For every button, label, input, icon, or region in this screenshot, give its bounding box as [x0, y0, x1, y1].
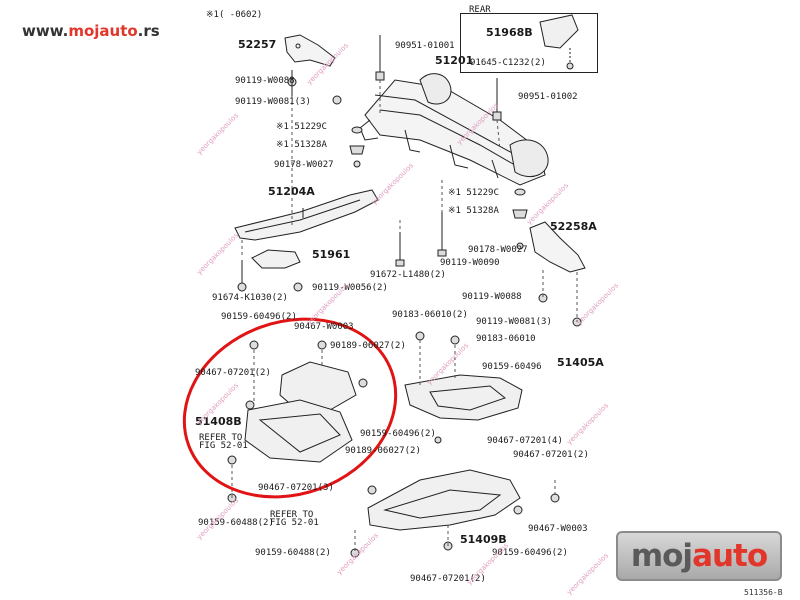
- leader-lines: [231, 80, 578, 553]
- part-number-label: 51204A: [268, 185, 315, 198]
- part-number-label: 90467-W0003: [528, 524, 588, 534]
- brace-51204a-part: [234, 189, 379, 241]
- part-number-label: 90119-W0088: [462, 292, 522, 302]
- part-number-label: REFER TO: [270, 510, 314, 520]
- logo-text-a: moj: [630, 538, 693, 574]
- part-number-label: 90467-07201(2): [195, 368, 271, 378]
- rear-inset-part-label: 51968B: [486, 26, 533, 39]
- part-number-label: 90178-W0027: [274, 160, 334, 170]
- part-51961: [251, 249, 301, 269]
- part-number-label: FIG 52-01: [199, 441, 248, 451]
- part-number-label: 52257: [238, 38, 277, 51]
- part-number-label: ※1 51229C: [276, 122, 327, 132]
- part-number-label: 90183-06010(2): [392, 310, 468, 320]
- part-number-label: 90178-W0027: [468, 245, 528, 255]
- part-number-label: 90159-60496(2): [360, 429, 436, 439]
- rear-crossmember-part: [359, 73, 549, 186]
- part-number-label: 90159-60488(2): [198, 518, 274, 528]
- part-number-label: ※1 51328A: [276, 140, 327, 150]
- part-number-label: 90467-07201(2): [513, 450, 589, 460]
- rear-inset-box: [460, 13, 598, 73]
- part-number-label: 90467-W0003: [294, 322, 354, 332]
- engine-cover-51405a-part: [404, 374, 523, 421]
- part-number-label: 51405A: [557, 356, 604, 369]
- part-number-label: ※1 51229C: [448, 188, 499, 198]
- part-number-label: ※1 51328A: [448, 206, 499, 216]
- site-url: www.mojauto.rs: [22, 22, 160, 40]
- part-number-label: 91672-L1480(2): [370, 270, 446, 280]
- part-number-label: ※1( -0602): [206, 10, 263, 20]
- part-number-label: 90119-W0081(3): [235, 97, 311, 107]
- figure-reference-code: 511356-B: [744, 588, 783, 597]
- rear-inset-fastener-label: 91645-C1232(2): [470, 58, 546, 68]
- bracket-52257-part: [284, 34, 336, 67]
- part-number-label: 90189-06027(2): [345, 446, 421, 456]
- part-number-label: 51409B: [460, 533, 507, 546]
- part-number-label: 90119-W0090: [440, 258, 500, 268]
- part-number-label: 90119-W0081(3): [476, 317, 552, 327]
- under-cover-51409b-part: [367, 469, 521, 531]
- part-number-label: 90467-07201(2): [410, 574, 486, 584]
- part-number-label: 90159-60488(2): [255, 548, 331, 558]
- part-number-label: 90467-07201(4): [487, 436, 563, 446]
- part-number-label: REFER TO: [199, 433, 243, 443]
- under-cover-51408b-part: [244, 361, 357, 463]
- part-number-label: 52258A: [550, 220, 597, 233]
- part-number-label: 51408B: [195, 415, 242, 428]
- part-number-label: 90183-06010: [476, 334, 536, 344]
- bracket-52258a-part: [529, 221, 586, 273]
- part-number-label: FIG 52-01: [270, 518, 319, 528]
- rear-inset-part: [539, 14, 579, 70]
- logo-text-b: auto: [692, 538, 768, 574]
- part-number-label: 90951-01002: [518, 92, 578, 102]
- part-number-label: 90467-07201(3): [258, 483, 334, 493]
- highlight-circle: [182, 317, 398, 499]
- rear-inset-title: REAR: [469, 5, 491, 15]
- part-number-label: 90159-60496(2): [492, 548, 568, 558]
- part-number-label: 51961: [312, 248, 351, 261]
- part-number-label: 90119-W0056(2): [312, 283, 388, 293]
- part-number-label: 90159-60496(2): [221, 312, 297, 322]
- part-number-label: 51201: [435, 54, 474, 67]
- part-number-label: 90119-W0088: [235, 76, 295, 86]
- part-number-label: 90159-60496: [482, 362, 542, 372]
- part-number-label: 91674-K1030(2): [212, 293, 288, 303]
- part-number-label: 90189-06027(2): [330, 341, 406, 351]
- part-number-label: 90951-01001: [395, 41, 455, 51]
